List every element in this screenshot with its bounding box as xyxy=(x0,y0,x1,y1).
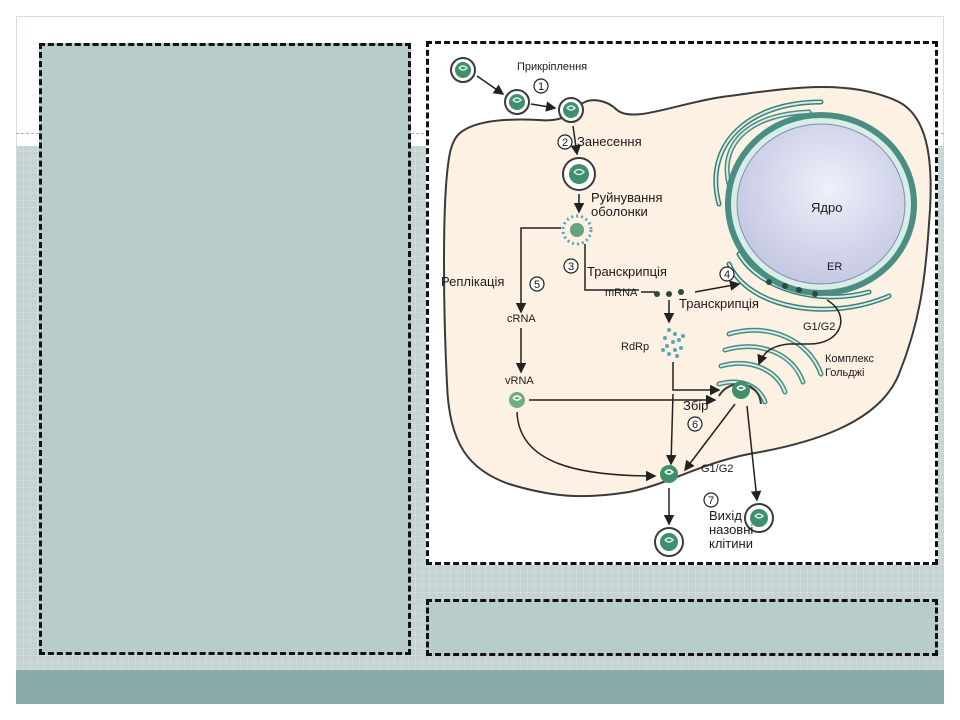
rdrp-label: RdRp xyxy=(621,341,649,353)
step-1-number: 1 xyxy=(538,81,544,93)
mrna-label: mRNA xyxy=(605,287,638,299)
exit-label-line2: назовні xyxy=(709,522,753,537)
virus-lifecycle-diagram: Ядро ER Комплекс Гольджі xyxy=(426,41,938,565)
rdrp-cluster xyxy=(661,328,685,358)
nucleus-label: Ядро xyxy=(811,200,842,215)
g1g2-upper-label: G1/G2 xyxy=(803,321,835,333)
exit-label-line3: клітини xyxy=(709,536,753,551)
translation-label: Транскрипція xyxy=(679,296,759,311)
er-label: ER xyxy=(827,261,842,273)
step-2-number: 2 xyxy=(562,137,568,149)
uncoating-label-line2: оболонки xyxy=(591,204,648,219)
step-7-number: 7 xyxy=(708,495,714,507)
assembly-label: Збір xyxy=(683,398,708,413)
transcription-label: Транскрипція xyxy=(587,264,667,279)
crna-label: cRNA xyxy=(507,313,536,325)
ribosomes xyxy=(654,279,818,297)
step-6-number: 6 xyxy=(692,419,698,431)
replication-label: Реплікація xyxy=(441,274,504,289)
attachment-label: Прикріплення xyxy=(517,61,587,73)
g1g2-lower-label: G1/G2 xyxy=(701,463,733,475)
vrna-label: vRNA xyxy=(505,375,534,387)
step-numbers: 1 2 3 4 5 6 7 xyxy=(529,78,735,508)
exit-label-line1: Вихід xyxy=(709,508,742,523)
golgi-label-line1: Комплекс xyxy=(825,353,875,365)
virus-particles xyxy=(450,57,774,557)
entry-label: Занесення xyxy=(577,134,642,149)
uncoating-label-line1: Руйнування xyxy=(591,190,663,205)
caption-placeholder-box[interactable] xyxy=(426,599,938,656)
footer-bar xyxy=(16,670,944,704)
golgi-label-line2: Гольджі xyxy=(825,367,864,379)
step-3-number: 3 xyxy=(568,261,574,273)
step-5-number: 5 xyxy=(534,279,540,291)
golgi-complex xyxy=(716,327,824,405)
process-arrows xyxy=(476,75,842,526)
step-4-number: 4 xyxy=(724,269,730,281)
text-placeholder-box[interactable] xyxy=(39,43,411,655)
